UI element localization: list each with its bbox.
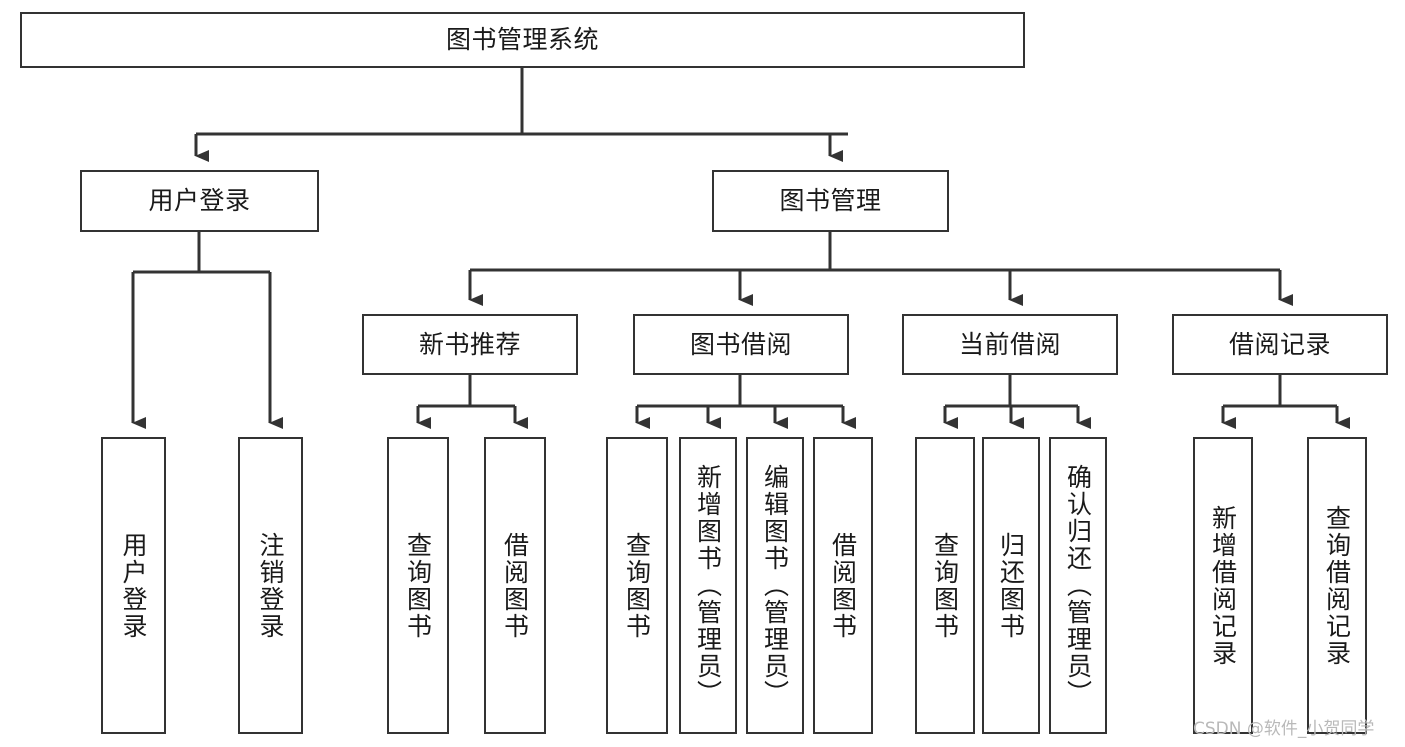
node-leaf-user-login-label: 用户登录 — [119, 531, 148, 640]
node-leaf-borrow-book-2-label: 借阅图书 — [828, 531, 858, 640]
node-leaf-add-borrow-record-label: 新增借阅记录 — [1208, 504, 1238, 667]
node-user-login[interactable]: 用户登录 — [80, 170, 319, 232]
node-root[interactable]: 图书管理系统 — [20, 12, 1025, 68]
node-leaf-query-borrow-record[interactable]: 查询借阅记录 — [1307, 437, 1367, 734]
node-leaf-logout-label: 注销登录 — [256, 531, 285, 640]
node-leaf-add-borrow-record[interactable]: 新增借阅记录 — [1193, 437, 1253, 734]
node-leaf-borrow-book-2[interactable]: 借阅图书 — [813, 437, 873, 734]
csdn-watermark: CSDN @软件_小贺同学 — [1193, 719, 1375, 739]
node-leaf-edit-book[interactable]: 编辑图书（管理员） — [746, 437, 804, 734]
node-leaf-query-borrow-record-label: 查询借阅记录 — [1322, 504, 1352, 667]
node-leaf-add-book[interactable]: 新增图书（管理员） — [679, 437, 737, 734]
node-book-borrow[interactable]: 图书借阅 — [633, 314, 849, 375]
node-leaf-borrow-book-1[interactable]: 借阅图书 — [484, 437, 546, 734]
node-leaf-query-book-1-label: 查询图书 — [403, 531, 433, 640]
node-leaf-query-book-2-label: 查询图书 — [622, 531, 652, 640]
node-leaf-return-book[interactable]: 归还图书 — [982, 437, 1040, 734]
node-root-label: 图书管理系统 — [445, 25, 599, 54]
node-book-manage-label: 图书管理 — [779, 186, 882, 215]
node-leaf-query-book-3-label: 查询图书 — [930, 531, 960, 640]
node-new-book-recommend-label: 新书推荐 — [418, 329, 521, 359]
node-leaf-borrow-book-1-label: 借阅图书 — [500, 531, 530, 640]
node-leaf-return-book-label: 归还图书 — [996, 531, 1026, 640]
node-current-borrow[interactable]: 当前借阅 — [902, 314, 1118, 375]
node-current-borrow-label: 当前借阅 — [958, 329, 1061, 359]
node-leaf-confirm-return[interactable]: 确认归还（管理员） — [1049, 437, 1107, 734]
node-leaf-edit-book-label: 编辑图书（管理员） — [760, 464, 790, 707]
node-leaf-user-login[interactable]: 用户登录 — [101, 437, 166, 734]
node-leaf-query-book-1[interactable]: 查询图书 — [387, 437, 449, 734]
node-user-login-label: 用户登录 — [148, 186, 251, 215]
node-leaf-query-book-2[interactable]: 查询图书 — [606, 437, 668, 734]
node-leaf-query-book-3[interactable]: 查询图书 — [915, 437, 975, 734]
node-leaf-add-book-label: 新增图书（管理员） — [693, 464, 723, 707]
node-book-borrow-label: 图书借阅 — [689, 329, 792, 359]
node-leaf-confirm-return-label: 确认归还（管理员） — [1063, 464, 1093, 707]
node-borrow-record-label: 借阅记录 — [1228, 329, 1331, 359]
node-borrow-record[interactable]: 借阅记录 — [1172, 314, 1388, 375]
node-book-manage[interactable]: 图书管理 — [712, 170, 949, 232]
node-leaf-logout[interactable]: 注销登录 — [238, 437, 303, 734]
node-new-book-recommend[interactable]: 新书推荐 — [362, 314, 578, 375]
